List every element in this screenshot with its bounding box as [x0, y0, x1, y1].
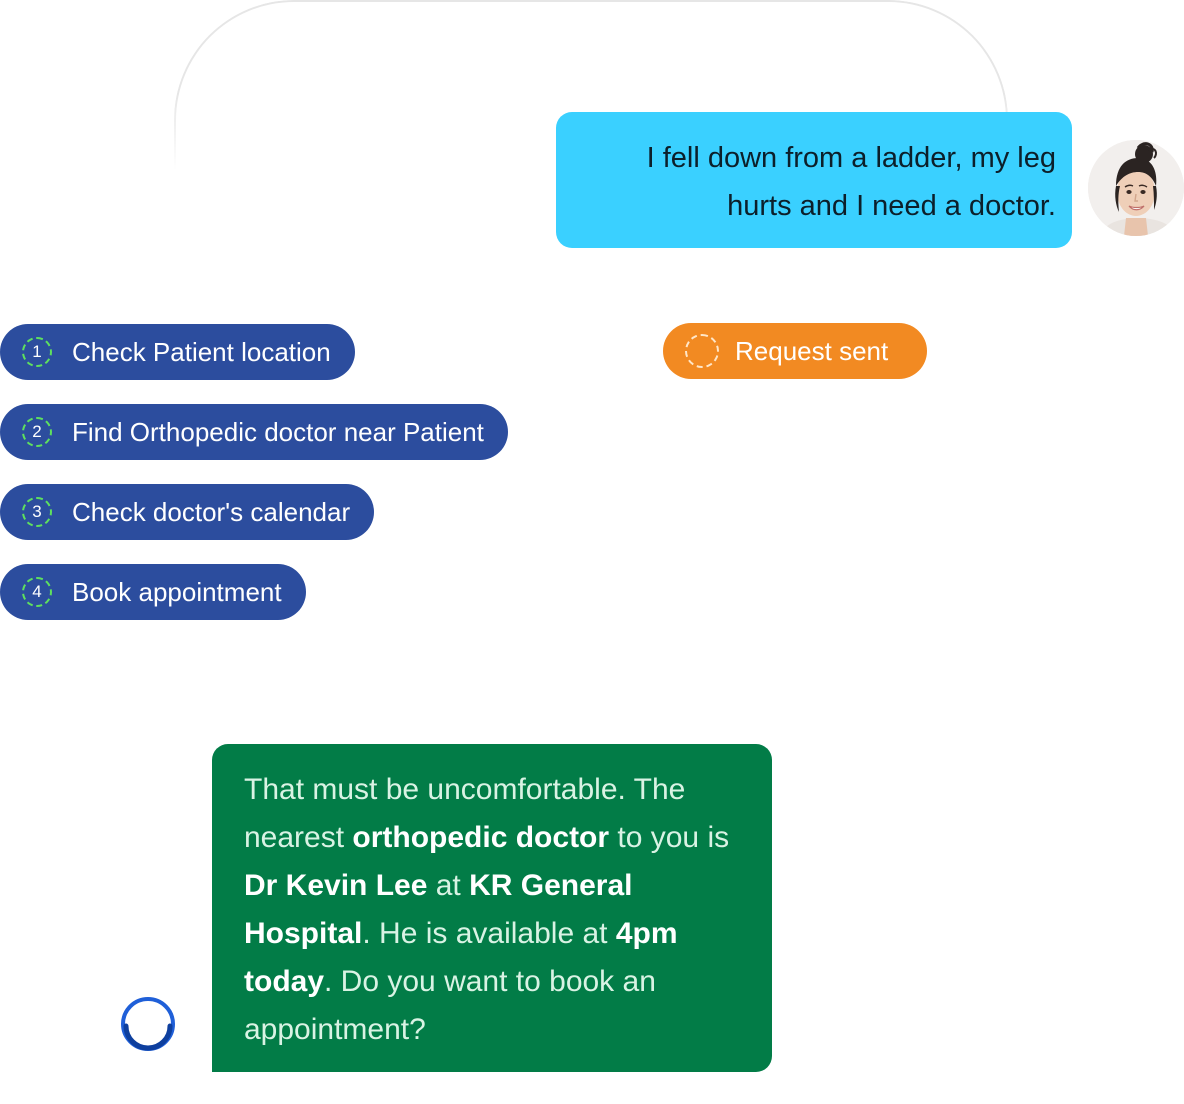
step-pill-book-appointment: 4 Book appointment	[0, 564, 306, 620]
step-number-badge: 3	[22, 497, 52, 527]
message-segment: . Do you want to book an appointment?	[244, 965, 656, 1046]
message-segment-bold: 4pm today	[244, 917, 678, 998]
step-number-badge: 4	[22, 577, 52, 607]
message-segment: . He is available at	[362, 917, 616, 950]
step-number-badge: 2	[22, 417, 52, 447]
message-segment: That must be uncomfortable. The nearest	[244, 773, 686, 854]
user-message-text: I fell down from a ladder, my leg hurts …	[646, 142, 1056, 222]
step-label: Find Orthopedic doctor near Patient	[72, 416, 484, 447]
message-segment-bold: KR General Hospital	[244, 869, 633, 950]
message-segment: at	[427, 869, 470, 902]
step-number-badge: 1	[22, 337, 52, 367]
step-label: Book appointment	[72, 576, 282, 607]
user-avatar	[1088, 140, 1184, 236]
request-status-label: Request sent	[735, 335, 889, 366]
user-avatar-icon	[1088, 140, 1184, 236]
step-label: Check Patient location	[72, 336, 331, 367]
step-pill-check-location: 1 Check Patient location	[0, 324, 355, 380]
step-label: Check doctor's calendar	[72, 496, 351, 527]
message-segment-bold: orthopedic doctor	[352, 821, 610, 854]
message-segment-bold: Dr Kevin Lee	[244, 869, 428, 902]
step-pill-check-calendar: 3 Check doctor's calendar	[0, 484, 375, 540]
request-status-badge: Request sent	[663, 323, 927, 379]
assistant-message-bubble: That must be uncomfortable. The nearest …	[212, 744, 772, 1072]
step-pill-find-doctor: 2 Find Orthopedic doctor near Patient	[0, 404, 508, 460]
message-segment: to you is	[609, 821, 730, 854]
user-message-bubble: I fell down from a ladder, my leg hurts …	[556, 112, 1072, 248]
assistant-message-text: That must be uncomfortable. The nearest …	[244, 773, 729, 1046]
dashed-circle-icon	[685, 334, 719, 368]
loading-spinner-icon	[120, 996, 176, 1052]
